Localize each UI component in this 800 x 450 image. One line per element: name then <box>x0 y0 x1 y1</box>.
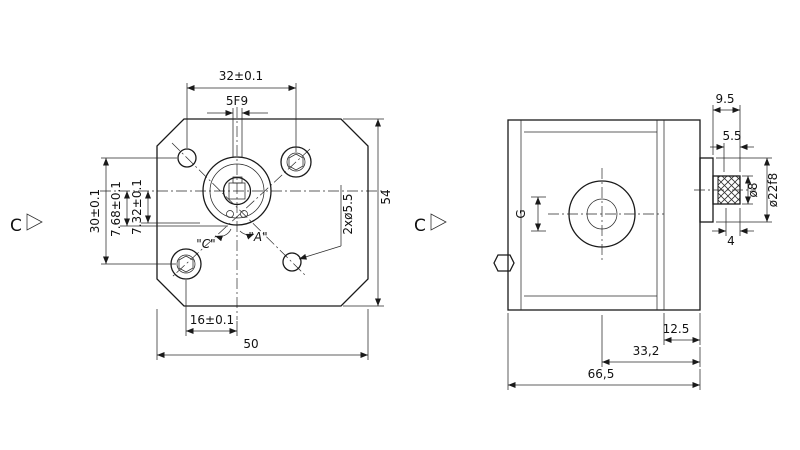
dim-shaft-protrusion-text: 9.5 <box>715 92 734 106</box>
drive-shaft <box>694 157 756 223</box>
socket-screw-top-right-bore <box>286 152 306 172</box>
dim-center-to-face-text: 33,2 <box>633 344 660 358</box>
section-arrow-icon <box>26 213 43 231</box>
dim-pilot-diameter-text: ø22f8 <box>766 173 780 207</box>
plug-hex <box>493 254 515 272</box>
front-view: 32±0.1 5F9 30±0.1 7.68±0.1 7.32±0.1 <box>10 69 393 360</box>
mounting-holes <box>170 146 312 280</box>
center-boss <box>202 156 272 226</box>
dim-keyway: 5F9 <box>207 94 268 158</box>
dim-bottom-offset-text: 16±0.1 <box>190 313 234 327</box>
dim-key-length: 5.5 <box>710 129 754 172</box>
section-arrow-icon <box>430 213 447 231</box>
hex-socket-bottom-left <box>178 255 194 273</box>
hex-socket-top-right <box>288 153 304 171</box>
dim-flange-thickness-text: 12.5 <box>663 322 690 336</box>
note-holes: 2xø5.5 <box>298 185 355 260</box>
section-mark-left: C <box>10 213 43 236</box>
port-g-label: G <box>514 209 528 218</box>
port-boss <box>548 168 664 262</box>
dim-shaft-diameter: ø8 <box>742 175 760 205</box>
port-depth: G <box>514 196 546 232</box>
section-mark-right: C <box>414 213 447 236</box>
dim-top-width: 32±0.1 <box>186 69 297 152</box>
socket-screw-bottom-left-bore <box>176 254 196 274</box>
dim-shaft-protrusion: 9.5 <box>712 92 741 172</box>
boss-outer-circle <box>202 156 272 226</box>
dim-pilot-diameter: ø22f8 <box>716 157 780 223</box>
dim-overall-height-text: 54 <box>379 189 393 204</box>
dim-offset-upper-text: 7.68±0.1 <box>109 181 123 237</box>
dim-bolt-spacing-text: 30±0.1 <box>88 189 102 233</box>
dim-offset-lower-text: 7.32±0.1 <box>130 179 144 235</box>
keyway <box>232 176 243 184</box>
body-outline <box>507 119 701 311</box>
mounting-hole-bottom-right <box>282 252 302 272</box>
dim-flange-thickness: 12.5 <box>663 313 701 345</box>
port-a-label: "A" <box>248 230 267 244</box>
pin-hole-right <box>240 210 248 218</box>
pump-body <box>493 119 701 311</box>
dim-overall-width: 50 <box>156 309 369 360</box>
flange-outline <box>156 118 369 307</box>
dim-keyway-text: 5F9 <box>226 94 248 108</box>
section-label-left: C <box>10 216 22 236</box>
dim-key-offset: 4 <box>712 208 754 248</box>
dim-overall-width-text: 50 <box>243 337 258 351</box>
dim-center-to-face: 33,2 <box>601 315 701 367</box>
note-holes-text: 2xø5.5 <box>341 193 355 234</box>
dim-key-offset-text: 4 <box>727 234 735 248</box>
dim-key-length-text: 5.5 <box>722 129 741 143</box>
dim-top-width-text: 32±0.1 <box>219 69 263 83</box>
dim-overall-length: 66,5 <box>507 313 701 390</box>
port-labels: "C" "A" <box>196 228 268 251</box>
dim-offset-upper: 7.68±0.1 <box>109 181 228 237</box>
mounting-hole-top-left <box>177 148 197 168</box>
dim-bolt-spacing: 30±0.1 <box>88 157 177 265</box>
side-view: G 9.5 5.5 ø8 <box>414 92 780 390</box>
dim-offset-lower: 7.32±0.1 <box>130 179 200 235</box>
dim-overall-height: 54 <box>343 118 393 307</box>
dim-shaft-diameter-text: ø8 <box>746 183 760 198</box>
dim-overall-length-text: 66,5 <box>588 367 615 381</box>
section-label-right: C <box>414 216 426 236</box>
pin-hole-left <box>226 210 234 218</box>
boss-inner-circle <box>209 163 265 219</box>
port-c-label: "C" <box>196 237 215 251</box>
shaft-bore <box>222 176 252 206</box>
dim-bottom-offset: 16±0.1 <box>185 280 238 336</box>
